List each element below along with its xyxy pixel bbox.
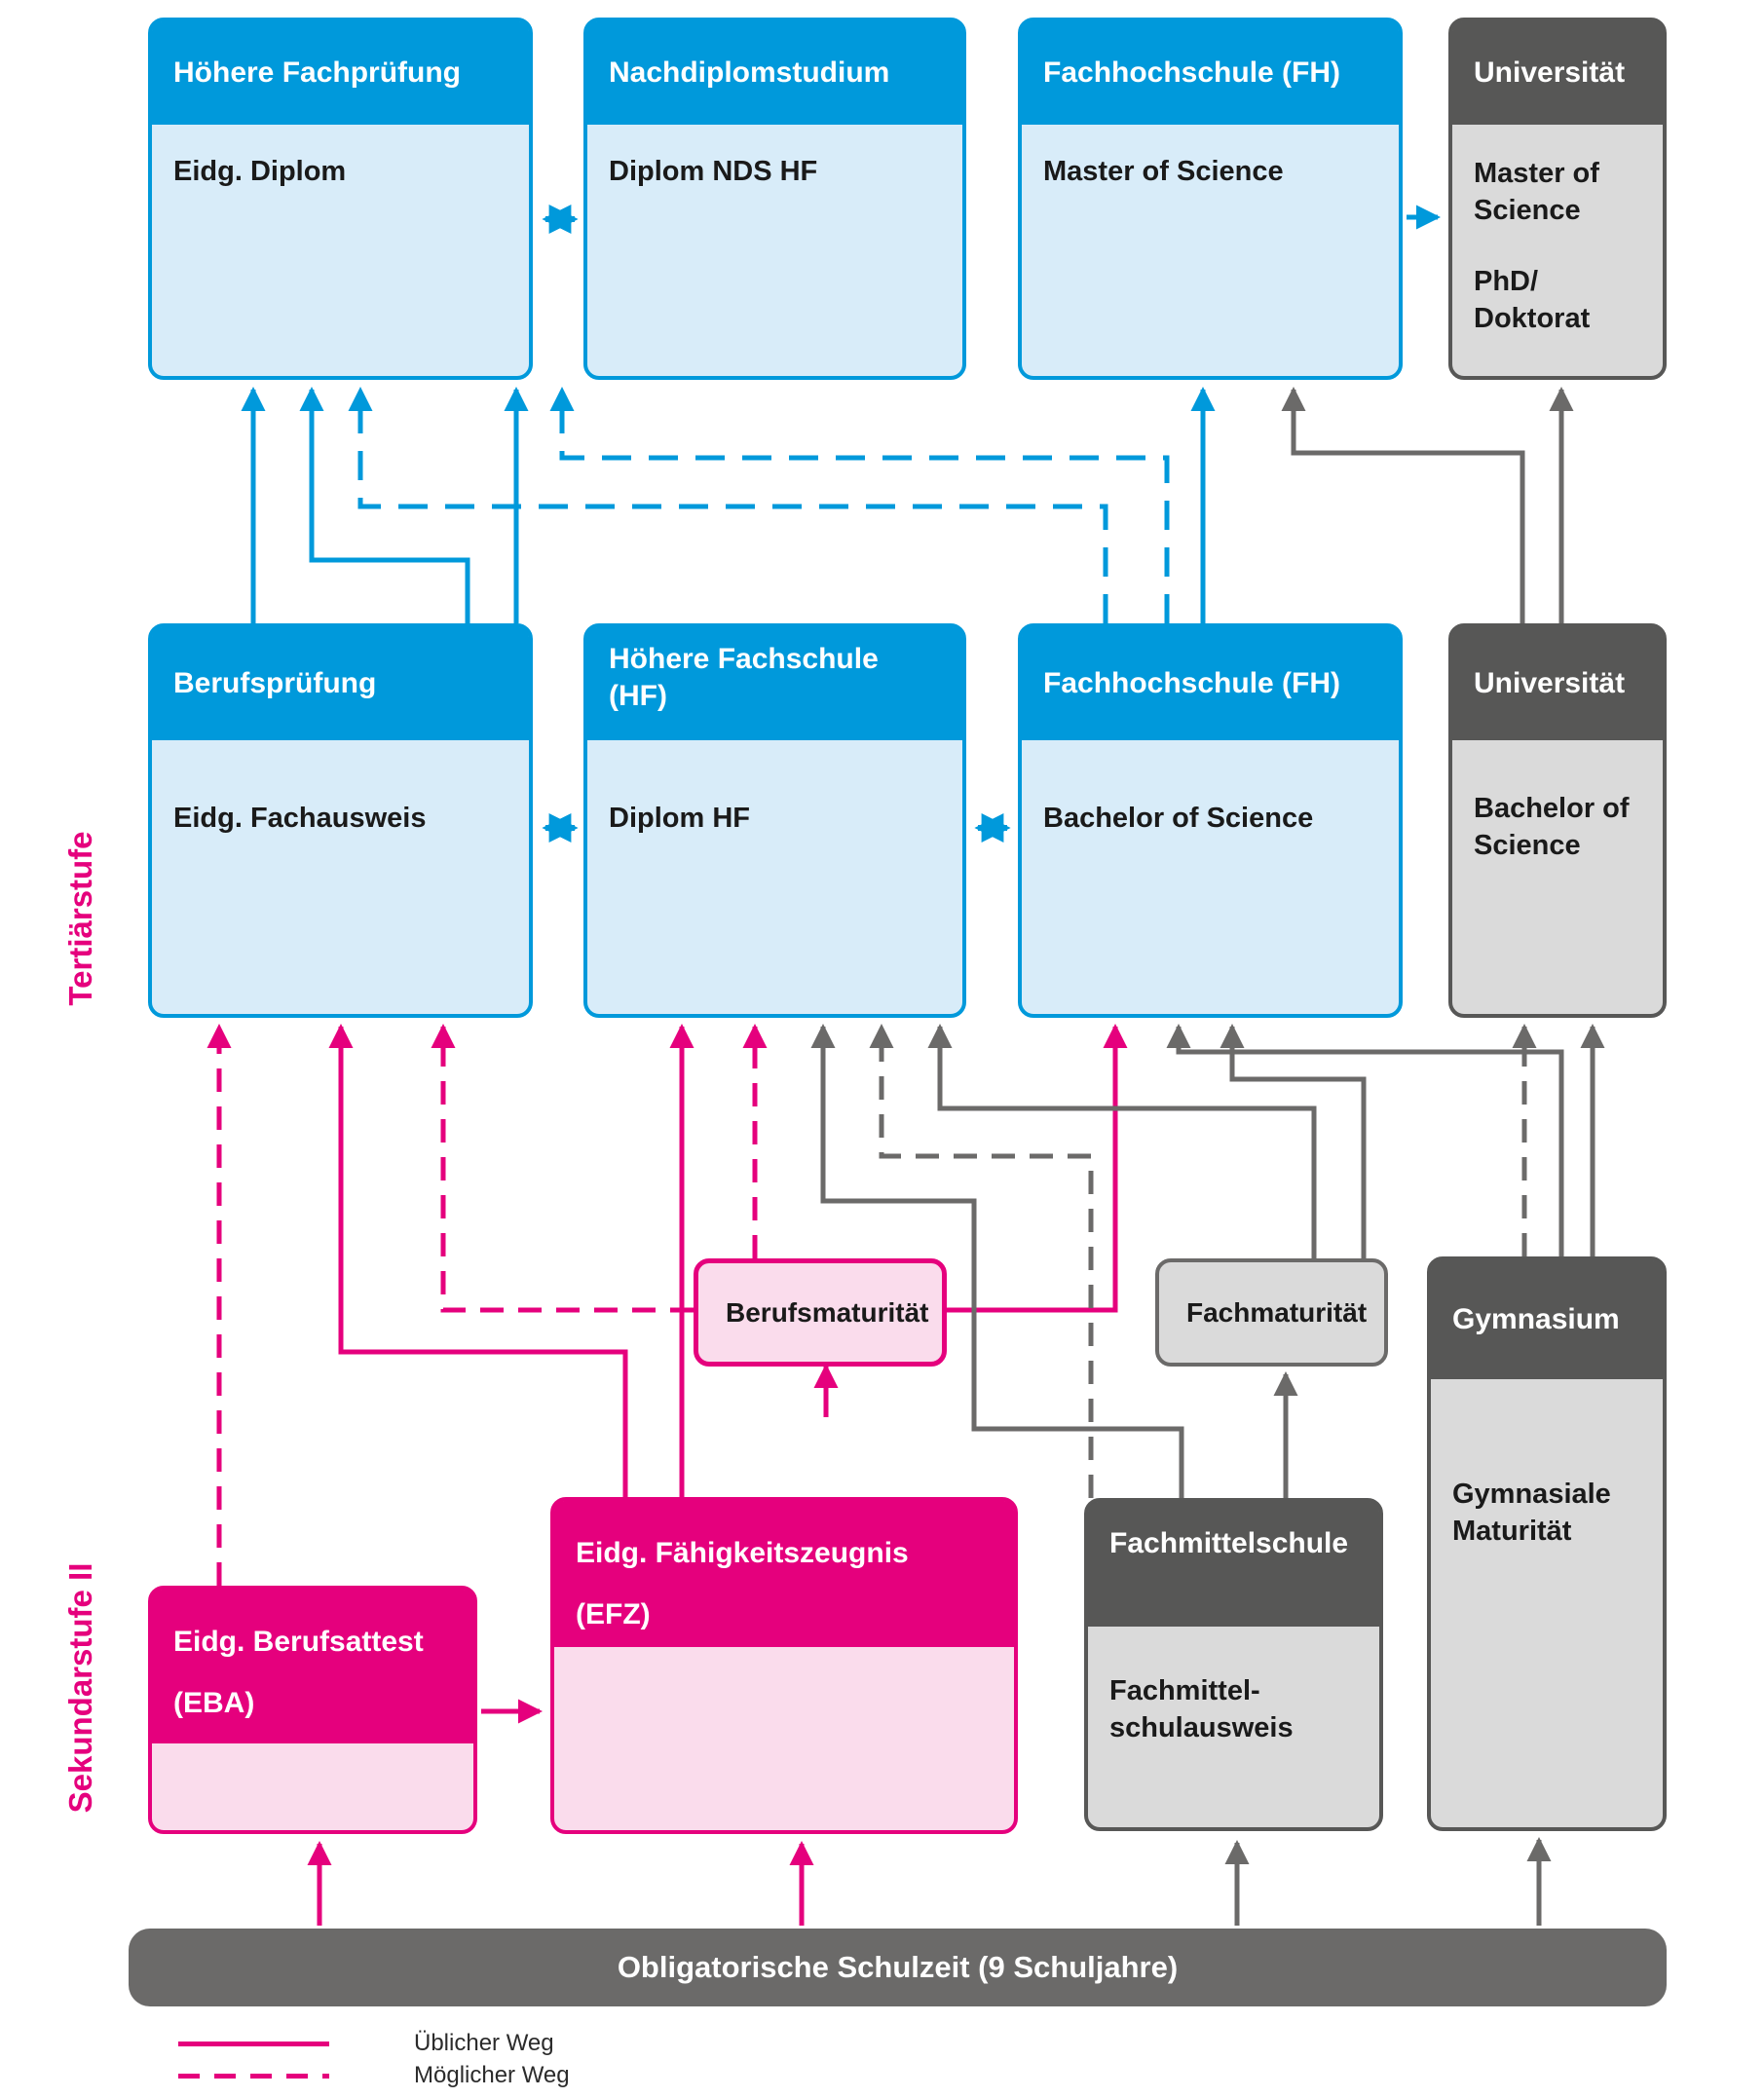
- box-berufsmaturitaet: Berufsmaturität: [694, 1258, 947, 1367]
- box-universitaet-bachelor: Universität Bachelor of Science: [1448, 623, 1667, 1018]
- box-title: Universität: [1452, 627, 1663, 740]
- box-body-text: Eidg. Fachausweis: [173, 803, 427, 834]
- arrow-hf-to-hoehere-fachpruefung: [299, 387, 470, 623]
- arrow-dashed-fachmittelschule-to-hf: [869, 1024, 1094, 1498]
- box-body-line: Bachelor of: [1474, 793, 1630, 824]
- arrow-fachmaturitaet-to-hf: [927, 1024, 1317, 1258]
- box-title-line: (EBA): [173, 1687, 255, 1719]
- box-title: Höhere Fachprüfung: [152, 21, 529, 125]
- box-body-line: Doktorat: [1474, 303, 1591, 335]
- obligatorische-schulzeit-bar: Obligatorische Schulzeit (9 Schuljahre): [129, 1929, 1667, 2006]
- box-body-text: Eidg. Diplom: [173, 156, 347, 187]
- box-title-line: Höhere Fachschule: [609, 643, 879, 675]
- side-label-sekundarstufe: Sekundarstufe II: [62, 1562, 98, 1814]
- arrow-berufsmaturitaet-to-fh: [947, 1024, 1128, 1313]
- box-title: Gymnasium: [1431, 1260, 1663, 1379]
- box-title-line: (EFZ): [576, 1598, 651, 1630]
- arrow-dashed-fh-to-nachdiplomstudium: [549, 387, 1170, 623]
- box-body-text: Bachelor of Science: [1043, 803, 1314, 834]
- box-hoehere-fachschule: Höhere Fachschule (HF) Diplom HF: [583, 623, 966, 1018]
- box-body-line: schulausweis: [1109, 1711, 1294, 1743]
- box-title: Fachhochschule (FH): [1022, 21, 1399, 125]
- box-body-line: Gymnasiale: [1452, 1479, 1611, 1510]
- box-title-line: Eidg. Berufsattest: [173, 1626, 424, 1658]
- box-hoehere-fachpruefung: Höhere Fachprüfung Eidg. Diplom: [148, 18, 533, 380]
- box-title-line: Eidg. Fähigkeitszeugnis: [576, 1537, 909, 1569]
- box-body-line: Science: [1474, 829, 1581, 861]
- box-body-line: Master of: [1474, 158, 1599, 189]
- box-berufspruefung: Berufsprüfung Eidg. Fachausweis: [148, 623, 533, 1018]
- box-title: Fachmittelschule: [1088, 1502, 1379, 1627]
- legend-solid-line: [178, 2042, 329, 2046]
- arrow-efz-to-berufspruefung: [328, 1024, 628, 1497]
- box-fachhochschule-master: Fachhochschule (FH) Master of Science: [1018, 18, 1403, 380]
- box-title: Nachdiplomstudium: [587, 21, 962, 125]
- box-body-line: Science: [1474, 194, 1581, 226]
- box-gymnasium: Gymnasium Gymnasiale Maturität: [1427, 1256, 1667, 1831]
- box-title: Berufsprüfung: [152, 627, 529, 740]
- arrow-fachmittelschule-to-hf: [810, 1024, 1184, 1498]
- box-body-text: Diplom NDS HF: [609, 156, 818, 187]
- box-universitaet-master: Universität Master of Science PhD/ Dokto…: [1448, 18, 1667, 380]
- box-body-line: PhD/: [1474, 266, 1539, 298]
- box-title-line: (HF): [609, 679, 667, 712]
- box-eba: Eidg. Berufsattest (EBA): [148, 1586, 477, 1834]
- arrow-fachmaturitaet-to-fh-bachelor: [1220, 1024, 1367, 1258]
- side-label-tertiaerstufe: Tertiärstufe: [62, 831, 98, 1006]
- box-label: Fachmaturität: [1186, 1296, 1368, 1328]
- arrow-dashed-berufsmaturitaet-to-berufspruefung: [431, 1024, 694, 1313]
- legend-dashed-line: [178, 2074, 329, 2079]
- arrow-uni-bachelor-to-fh-master: [1281, 387, 1525, 623]
- arrow-dashed-fh-to-hoehere-fachpruefung: [348, 387, 1108, 623]
- legend-possible-label: Möglicher Weg: [414, 2062, 570, 2088]
- box-body-text: Master of Science: [1043, 156, 1284, 187]
- box-nachdiplomstudium: Nachdiplomstudium Diplom NDS HF: [583, 18, 966, 380]
- box-efz: Eidg. Fähigkeitszeugnis (EFZ): [550, 1497, 1018, 1834]
- box-body-text: Diplom HF: [609, 803, 750, 834]
- box-title: Fachhochschule (FH): [1022, 627, 1399, 740]
- legend-usual-label: Üblicher Weg: [414, 2030, 554, 2056]
- box-label: Berufsmaturität: [726, 1296, 929, 1328]
- box-body-line: Fachmittel-: [1109, 1675, 1260, 1706]
- box-title: Universität: [1452, 21, 1663, 125]
- box-fachmaturitaet: Fachmaturität: [1155, 1258, 1388, 1367]
- box-body-line: Maturität: [1452, 1515, 1572, 1547]
- arrow-gymnasium-to-fh-bachelor: [1166, 1024, 1564, 1256]
- box-fachmittelschule: Fachmittelschule Fachmittel- schulauswei…: [1084, 1498, 1383, 1831]
- box-fachhochschule-bachelor: Fachhochschule (FH) Bachelor of Science: [1018, 623, 1403, 1018]
